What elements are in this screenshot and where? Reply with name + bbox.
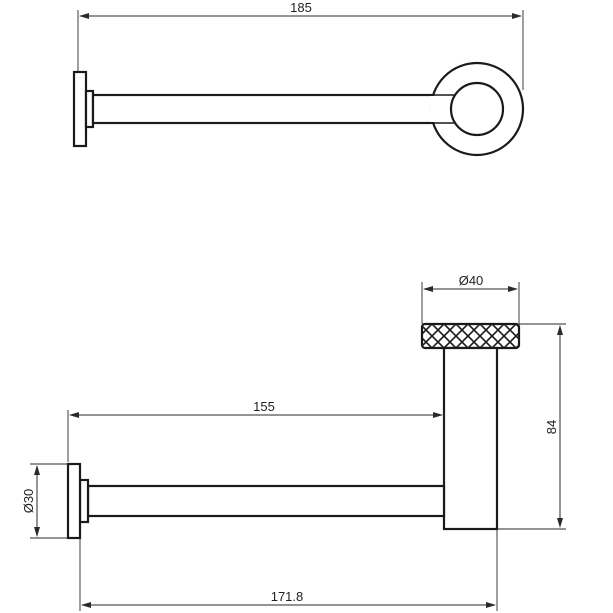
height-label: 84 [544,420,559,434]
cap-diameter-label: Ø40 [459,273,484,288]
knurled-cap [420,322,521,350]
top-view: 185 [72,0,525,157]
base-diameter-label: Ø30 [21,489,36,514]
dimension-overall-length: 171.8 [79,529,498,611]
top-width-label: 185 [290,0,312,15]
dimension-cap-diameter: Ø40 [421,273,520,324]
top-wall-plate [72,70,88,148]
horizontal-arm [86,484,446,518]
top-end-knob-inner [449,81,505,137]
front-wall-plate [66,462,82,540]
vertical-post [442,346,499,531]
front-view: Ø40 84 155 [21,273,566,611]
dimension-height: 84 [497,323,566,530]
dimension-base-diameter: Ø30 [21,463,68,539]
front-flange [78,478,90,524]
arm-length-label: 155 [253,399,275,414]
top-arm [91,93,445,125]
dimension-arm-length: 155 [67,399,445,486]
dimension-185: 185 [77,0,524,90]
overall-length-label: 171.8 [271,589,304,604]
